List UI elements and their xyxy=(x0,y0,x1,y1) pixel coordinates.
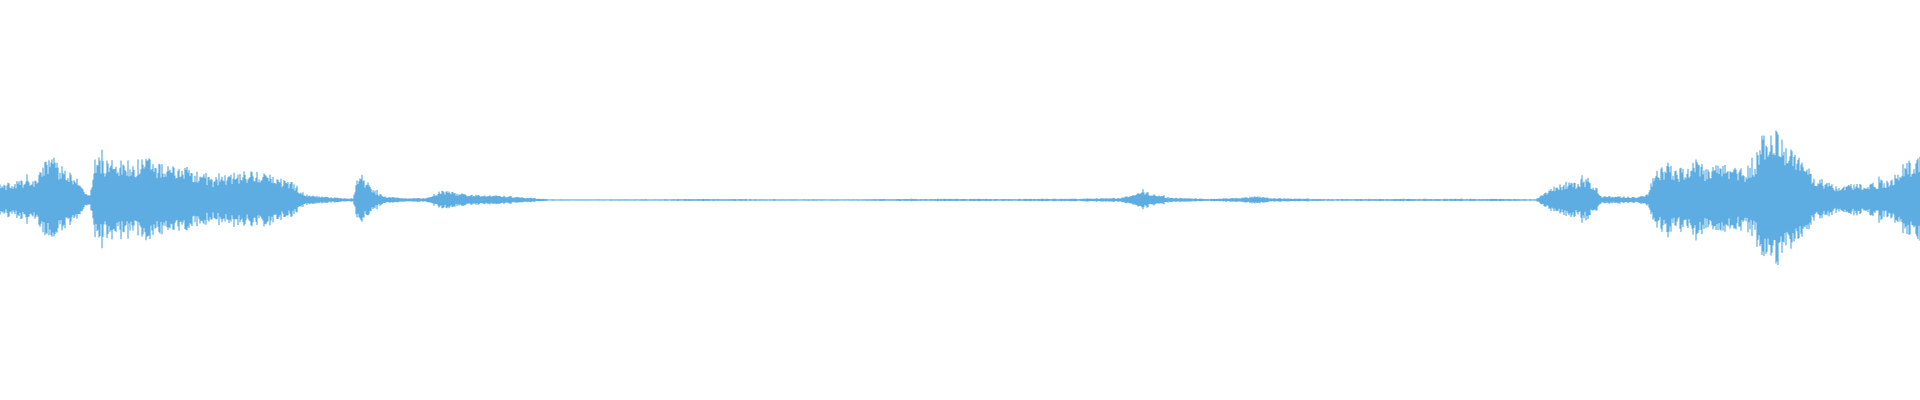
waveform-trace xyxy=(0,130,1920,265)
